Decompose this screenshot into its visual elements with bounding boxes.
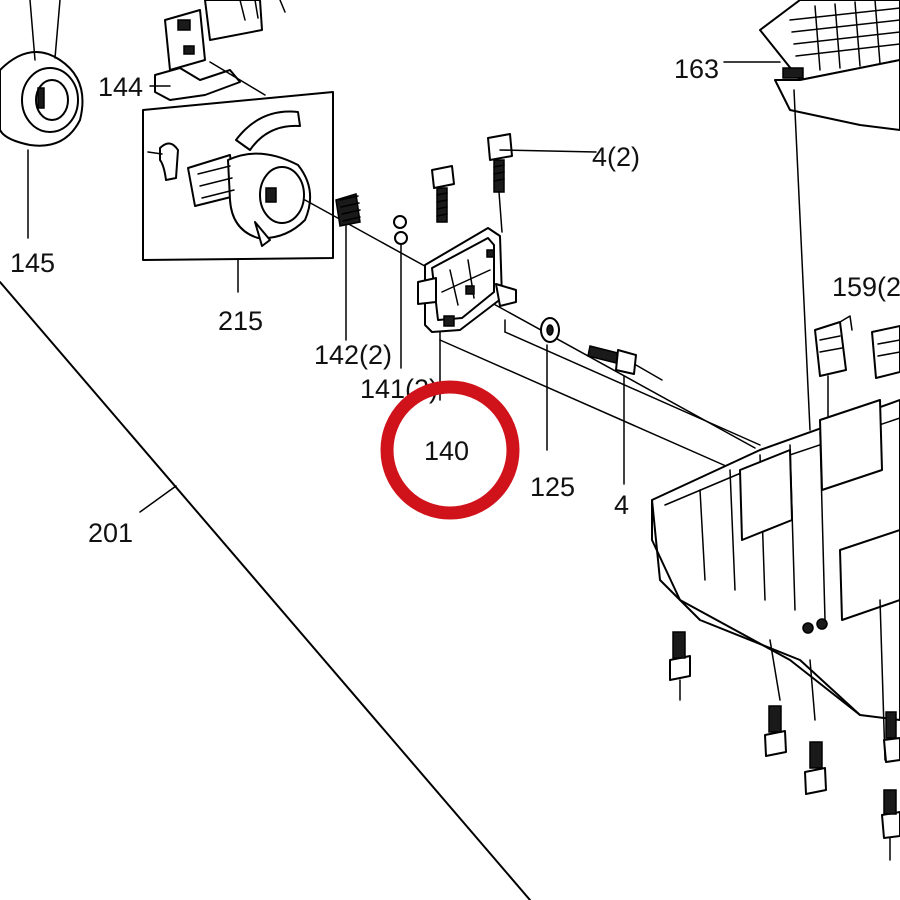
bottom-screws	[669, 631, 900, 861]
callout-145: 145	[10, 248, 55, 278]
part-4-screws-pair	[431, 133, 597, 233]
callout-142: 142(2)	[314, 340, 392, 370]
part-215-motor-assembly	[142, 91, 756, 449]
part-4-screw	[587, 345, 663, 485]
callout-163: 163	[674, 54, 719, 84]
callout-215: 215	[218, 306, 263, 336]
callout-4-pair: 4(2)	[592, 142, 640, 172]
part-163-block	[723, 0, 900, 431]
part-141-balls	[393, 215, 408, 369]
part-125-washer	[540, 317, 560, 451]
callout-4: 4	[614, 490, 629, 520]
base-panel-201	[0, 281, 531, 900]
callout-201: 201	[88, 518, 133, 548]
highlight-circle	[380, 380, 520, 520]
part-144-bracket	[149, 0, 286, 101]
callout-labels: 145 144 215 142(2) 141(2) 140 125 4(2) 4…	[10, 54, 900, 548]
callout-140: 140	[424, 436, 469, 466]
main-housing	[651, 399, 900, 761]
part-142-spring	[335, 193, 361, 341]
callout-125: 125	[530, 472, 575, 502]
callout-144: 144	[98, 72, 143, 102]
part-145-wheel	[0, 0, 84, 239]
callout-159: 159(2)	[832, 272, 900, 302]
